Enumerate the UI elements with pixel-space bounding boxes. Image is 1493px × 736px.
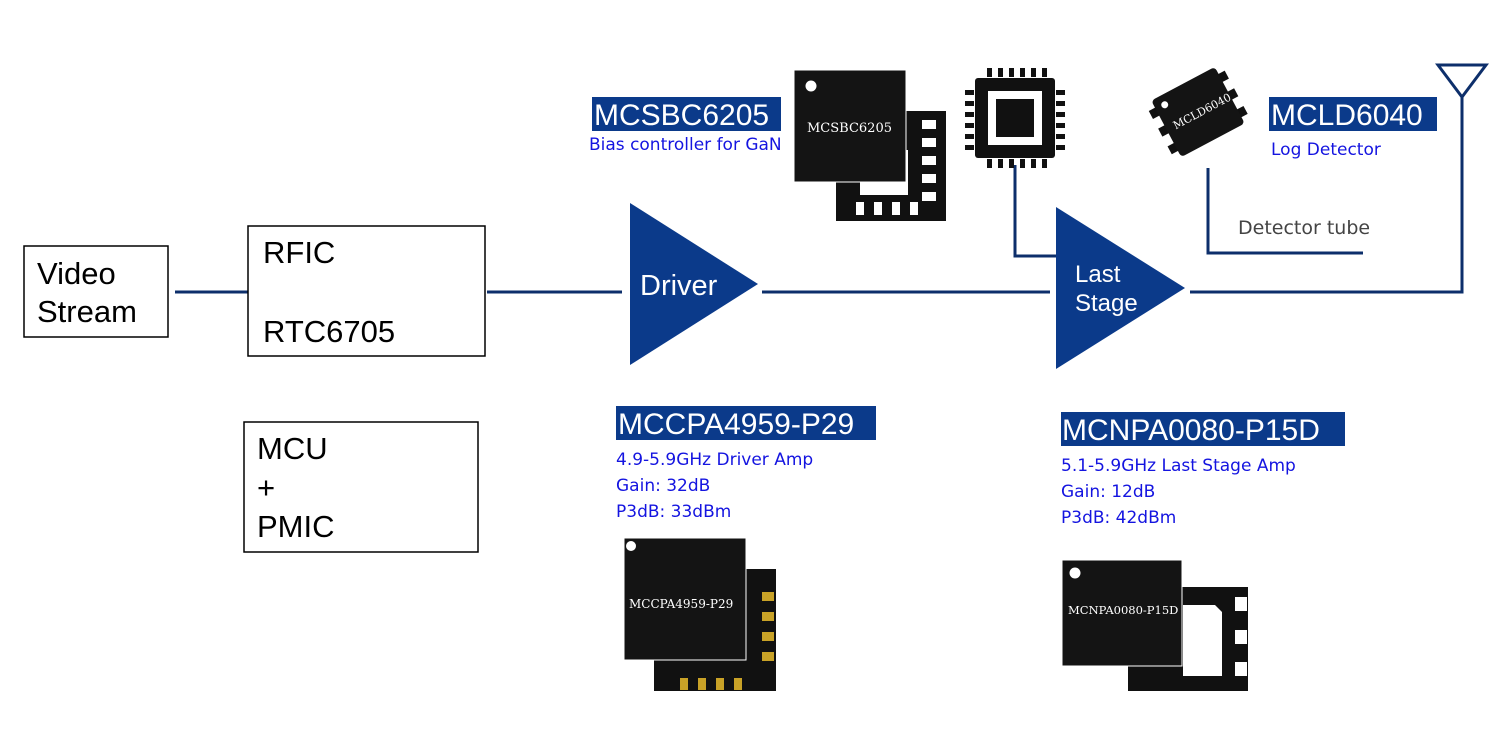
last-amp-part-info: MCNPA0080-P15D 5.1-5.9GHz Last Stage Amp… <box>1061 412 1345 528</box>
pmic-label: PMIC <box>257 509 335 544</box>
rfic-block: RFIC RTC6705 <box>247 225 486 357</box>
bias-part-title: MCSBC6205 <box>594 99 769 132</box>
driver-amp-p3db: P3dB: 33dBm <box>616 502 731 522</box>
video-stream-line-1: Video <box>37 256 116 291</box>
last-amp-freq: 5.1-5.9GHz Last Stage Amp <box>1061 456 1296 476</box>
driver-amp-freq: 4.9-5.9GHz Driver Amp <box>616 450 813 470</box>
driver-amp-part-title: MCCPA4959-P29 <box>618 408 854 441</box>
last-stage-amplifier: Last Stage <box>1056 207 1185 369</box>
mcsbc6205-chip-marking: MCSBC6205 <box>807 121 892 136</box>
detector-tube-label: Detector tube <box>1238 217 1370 239</box>
rfic-label: RFIC <box>263 235 335 270</box>
driver-amplifier: Driver <box>630 203 758 365</box>
log-detector-part-info: MCLD6040 Log Detector <box>1269 97 1437 160</box>
last-stage-label-2: Stage <box>1075 290 1138 317</box>
line-detector-tube <box>1206 168 1363 255</box>
video-stream-block: Video Stream <box>23 245 169 338</box>
line-last-stage-to-antenna <box>1190 95 1464 294</box>
last-amp-gain: Gain: 12dB <box>1061 482 1155 502</box>
detector-part-title: MCLD6040 <box>1271 99 1423 132</box>
rfic-part-number: RTC6705 <box>263 314 395 349</box>
last-stage-label-1: Last <box>1075 261 1121 288</box>
detector-part-desc: Log Detector <box>1271 140 1381 160</box>
driver-amp-gain: Gain: 32dB <box>616 476 710 496</box>
driver-label: Driver <box>640 270 718 302</box>
video-stream-line-2: Stream <box>37 294 137 329</box>
mcu-pmic-block: MCU + PMIC <box>243 421 479 553</box>
driver-amp-part-info: MCCPA4959-P29 4.9-5.9GHz Driver Amp Gain… <box>616 406 876 522</box>
bias-part-desc: Bias controller for GaN <box>589 135 782 155</box>
mcld6040-chip-image: MCLD6040 <box>1148 68 1248 156</box>
mcu-label: MCU <box>257 431 328 466</box>
antenna-icon <box>1435 63 1489 100</box>
mcsbc6205-chip-image: MCSBC6205 <box>793 69 946 221</box>
last-amp-part-title: MCNPA0080-P15D <box>1062 414 1320 447</box>
mccpa4959-chip-marking: MCCPA4959-P29 <box>629 597 733 611</box>
mcnpa0080-chip-marking: MCNPA0080-P15D <box>1068 603 1178 617</box>
bias-controller-part-info: MCSBC6205 Bias controller for GaN <box>589 97 782 155</box>
signal-lines <box>175 95 1464 294</box>
plus-label: + <box>257 470 275 505</box>
mcnpa0080-chip-image: MCNPA0080-P15D <box>1061 559 1248 691</box>
mccpa4959-chip-image: MCCPA4959-P29 <box>623 537 776 691</box>
last-amp-p3db: P3dB: 42dBm <box>1061 508 1176 528</box>
processor-chip-icon <box>965 68 1065 168</box>
